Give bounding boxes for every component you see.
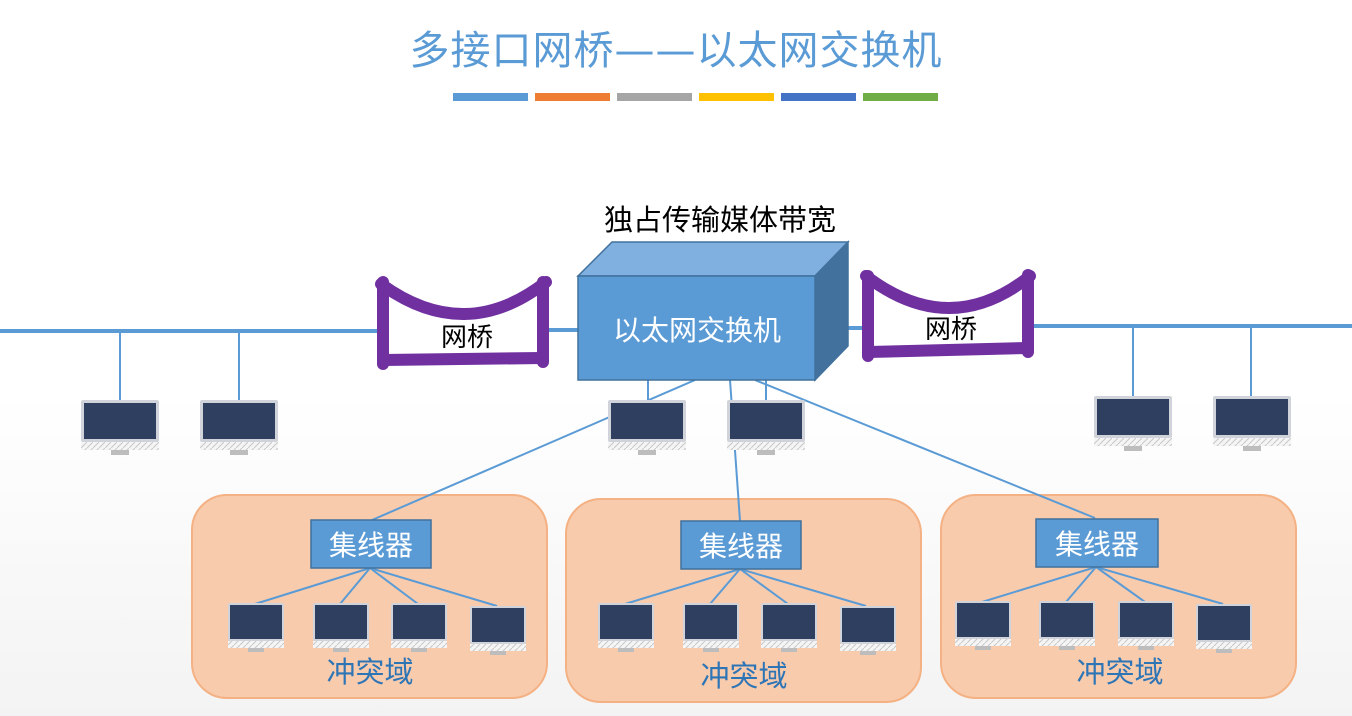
hub-3 xyxy=(1035,518,1159,568)
monitor-icon xyxy=(391,603,447,652)
monitor-icon xyxy=(598,603,654,652)
collision-domain-label: 冲突域 xyxy=(700,659,787,693)
monitor-icon xyxy=(200,400,278,455)
title-color-bar xyxy=(781,93,856,101)
bridge-right xyxy=(860,269,1036,362)
bridge-label: 网桥 xyxy=(925,315,977,345)
title-color-bar xyxy=(453,93,528,101)
hub-label: 集线器 xyxy=(1055,528,1139,561)
title-color-bar xyxy=(535,93,610,101)
link-lines xyxy=(119,326,1252,607)
title-color-bar xyxy=(699,93,774,101)
page-title: 多接口网桥——以太网交换机 xyxy=(409,28,943,74)
bridge-left xyxy=(375,276,552,370)
title-color-bar xyxy=(863,93,938,101)
monitor-icon xyxy=(313,603,369,652)
bridge-label: 网桥 xyxy=(441,323,493,353)
switch-label: 以太网交换机 xyxy=(613,314,781,347)
monitor-icon xyxy=(1196,604,1252,653)
monitor-icon xyxy=(727,400,805,455)
lan-segments xyxy=(0,324,1352,333)
hub-label: 集线器 xyxy=(329,529,413,562)
title-color-bar xyxy=(617,93,692,101)
monitor-icon xyxy=(955,601,1011,650)
monitor-icon xyxy=(761,603,817,652)
hub-2 xyxy=(680,520,802,570)
title-underline xyxy=(453,93,938,101)
monitor-icon xyxy=(81,400,159,455)
collision-domain-2 xyxy=(565,498,922,703)
ethernet-switch xyxy=(576,240,850,382)
hub-1 xyxy=(310,519,432,569)
monitor-icon xyxy=(683,603,739,652)
collision-domain-label: 冲突域 xyxy=(1076,655,1163,689)
collision-domain-label: 冲突域 xyxy=(326,655,413,689)
monitor-icon xyxy=(1213,396,1291,451)
monitor-icon xyxy=(1118,601,1174,650)
monitor-icon xyxy=(470,606,526,655)
monitor-icon xyxy=(1094,396,1172,451)
hub-label: 集线器 xyxy=(699,530,783,563)
monitor-icon xyxy=(840,606,896,655)
monitor-icon xyxy=(608,400,686,455)
monitor-icon xyxy=(228,603,284,652)
switch-caption: 独占传输媒体带宽 xyxy=(604,203,836,237)
monitor-icon xyxy=(1039,601,1095,650)
